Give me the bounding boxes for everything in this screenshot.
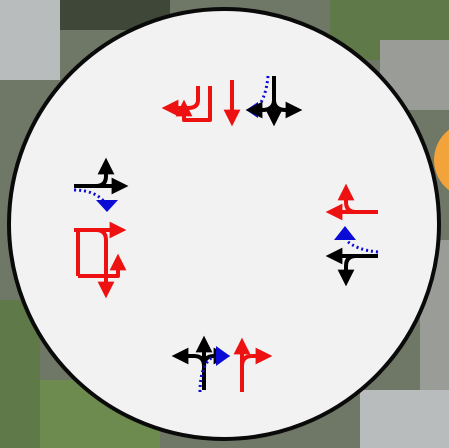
diagram-panel: [9, 9, 439, 439]
